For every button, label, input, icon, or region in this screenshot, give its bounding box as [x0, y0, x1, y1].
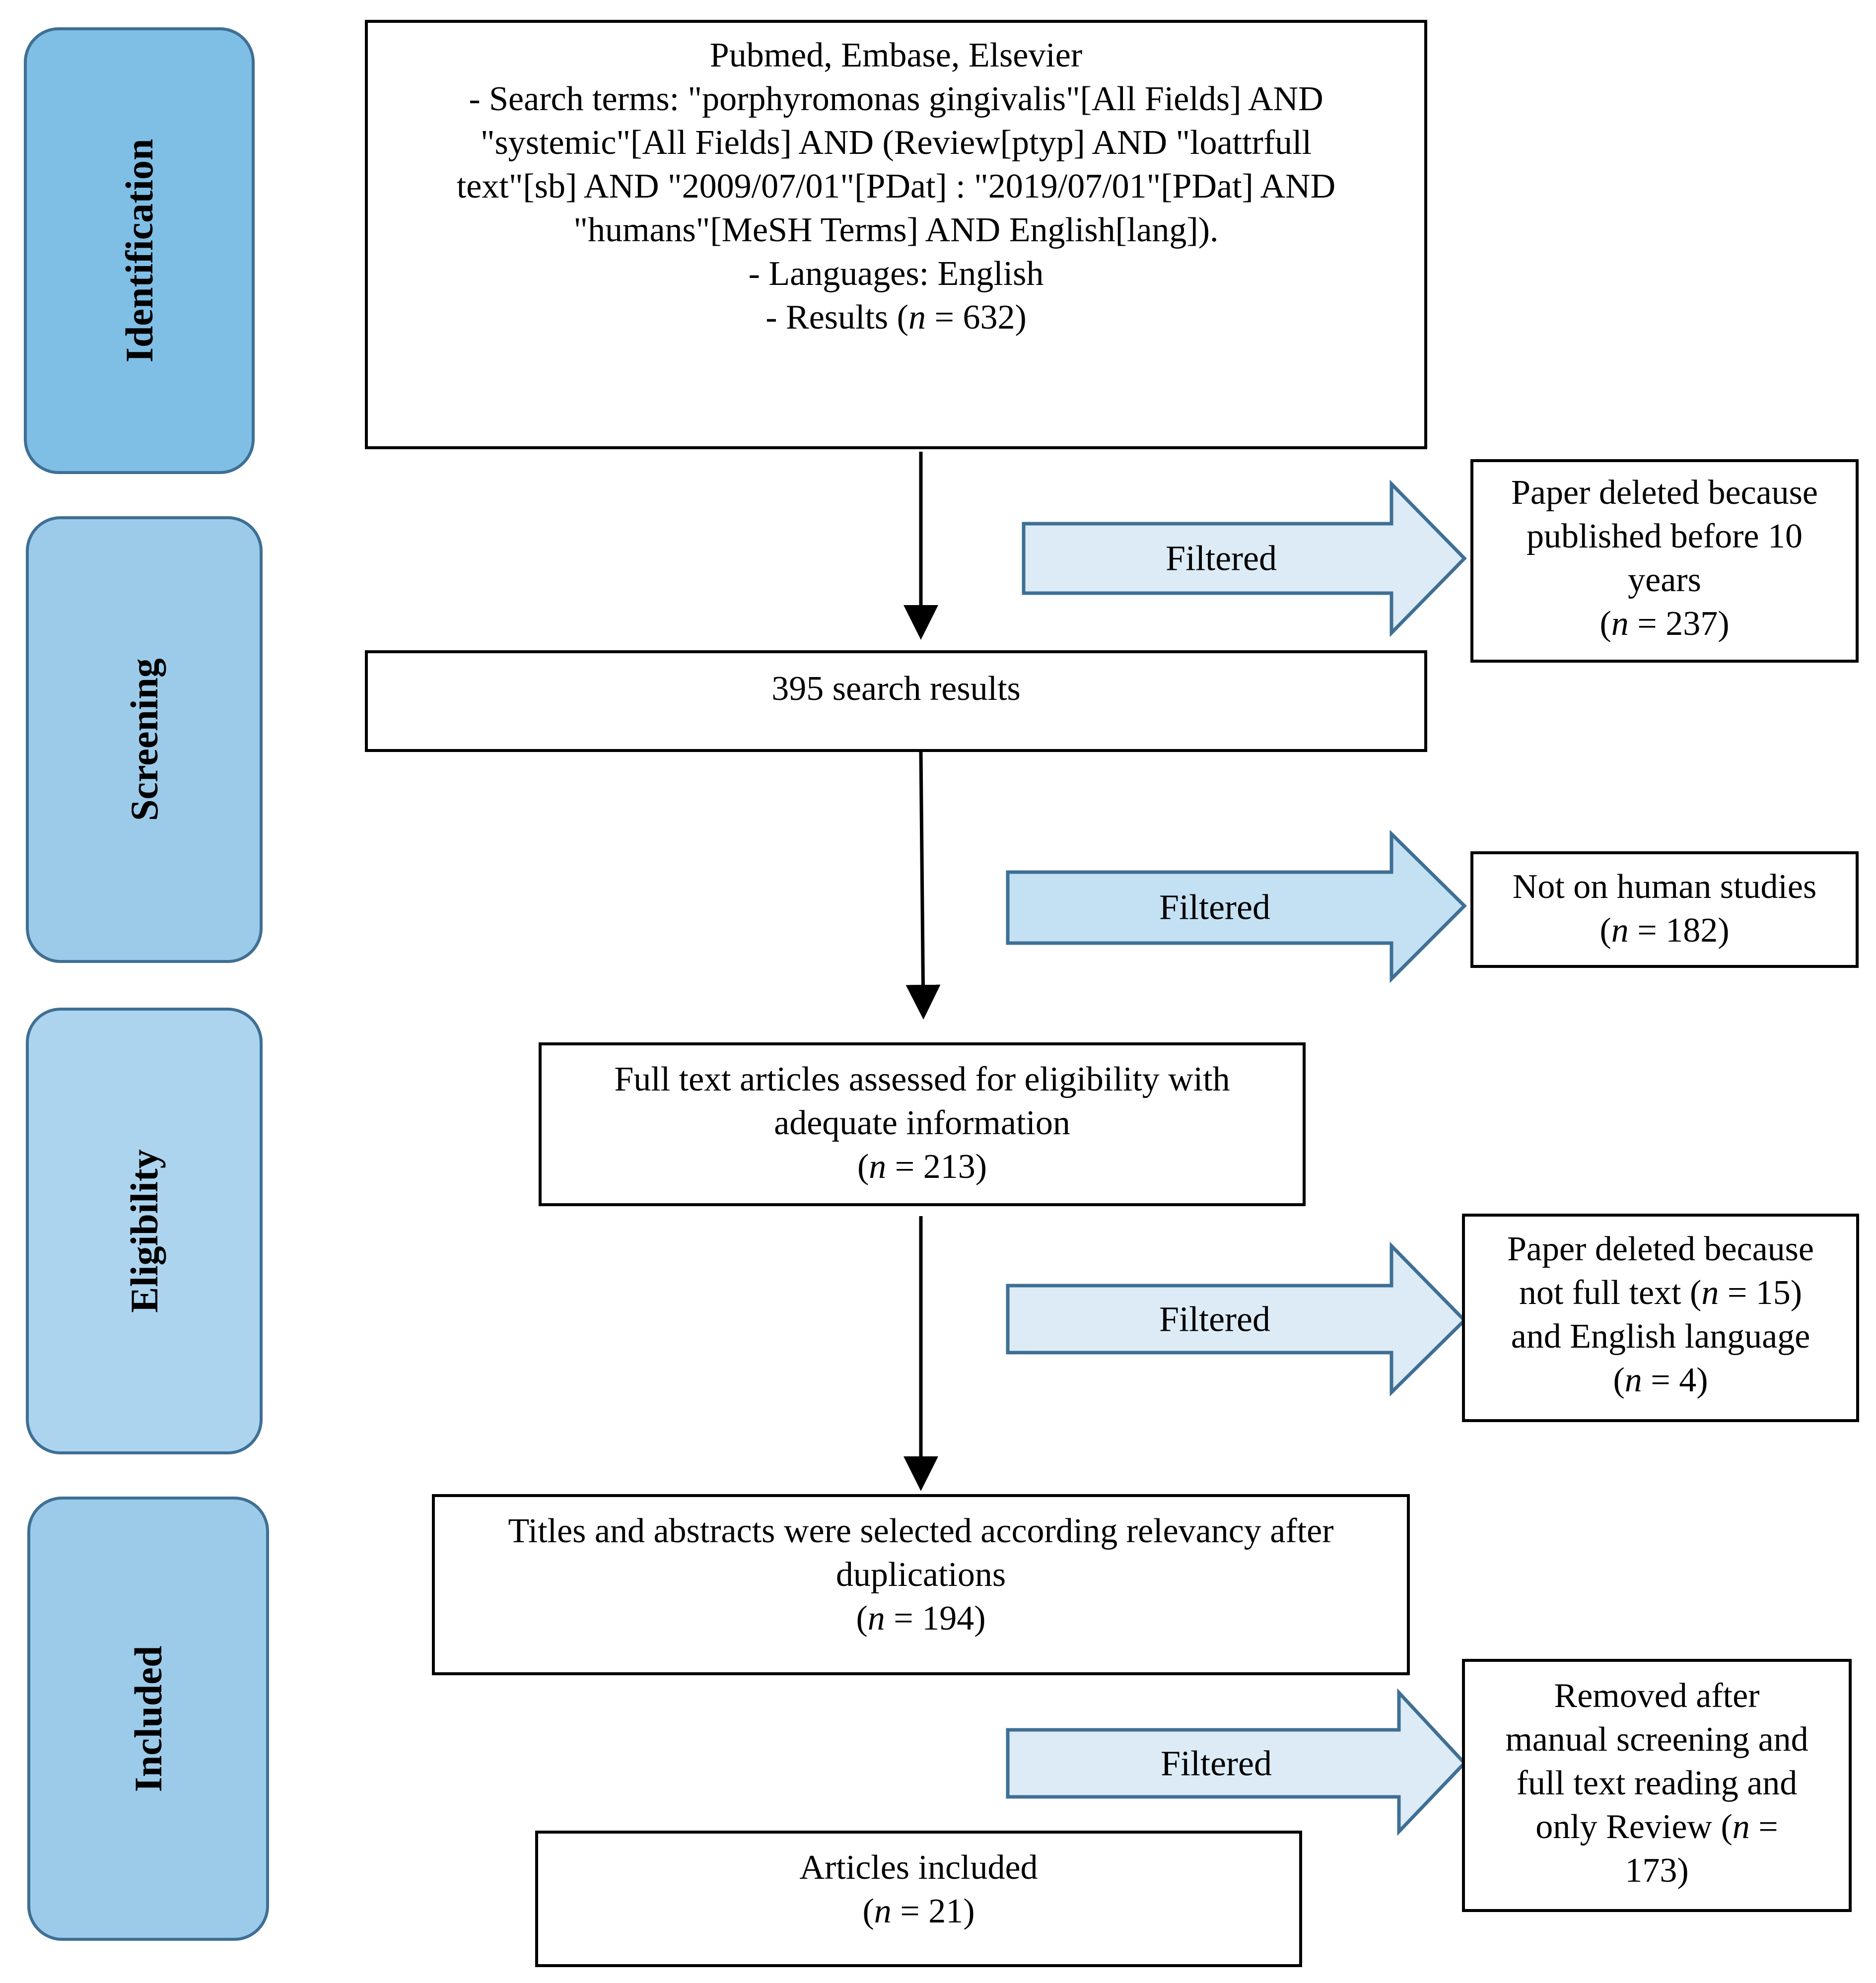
search-box: Pubmed, Embase, Elsevier - Search terms:…	[365, 20, 1427, 449]
filter-label-4: Filtered	[1161, 1743, 1272, 1783]
exclusion-4-line-4: only Review (n =	[1535, 1808, 1778, 1846]
phase-included: Included	[27, 1497, 269, 1941]
titles-line-2: duplications	[835, 1556, 1006, 1594]
titles-line-1: Titles and abstracts were selected accor…	[508, 1512, 1334, 1550]
filter-label-1: Filtered	[1166, 538, 1277, 578]
search-terms-line-4: "humans"[MeSH Terms] AND English[lang]).	[573, 211, 1219, 249]
exclusion-3-count: (n = 4)	[1613, 1361, 1708, 1399]
exclusion-4-line-2: manual screening and	[1505, 1720, 1808, 1759]
exclusion-2-line-1: Not on human studies	[1512, 868, 1817, 906]
filter-arrow-3	[1006, 1241, 1467, 1397]
phase-identification: Identification	[24, 27, 255, 474]
exclusion-2-count: (n = 182)	[1599, 911, 1730, 950]
eligibility-count: (n = 213)	[857, 1148, 987, 1186]
filter-arrow-1	[1022, 479, 1467, 637]
filter-arrow-2	[1006, 829, 1467, 983]
search-terms-line-2: "systemic"[All Fields] AND (Review[ptyp]…	[480, 124, 1312, 162]
exclusion-3-line-1: Paper deleted because	[1507, 1230, 1814, 1268]
exclusion-box-3: Paper deleted because not full text (n =…	[1462, 1214, 1859, 1422]
included-box: Articles included (n = 21)	[535, 1831, 1302, 1967]
phase-eligibility: Eligibility	[26, 1008, 263, 1454]
exclusion-box-2: Not on human studies (n = 182)	[1470, 851, 1859, 968]
exclusion-4-line-3: full text reading and	[1516, 1764, 1798, 1802]
search-terms-line-3: text"[sb] AND "2009/07/01"[PDat] : "2019…	[456, 167, 1336, 205]
exclusion-4-line-5: 173)	[1625, 1851, 1689, 1890]
search-results: - Results (n = 632)	[765, 298, 1027, 337]
exclusion-box-1: Paper deleted because published before 1…	[1470, 459, 1859, 663]
exclusion-4-line-1: Removed after	[1554, 1677, 1760, 1715]
screening-box: 395 search results	[365, 650, 1427, 752]
titles-box: Titles and abstracts were selected accor…	[432, 1494, 1410, 1675]
phase-screening: Screening	[26, 516, 263, 963]
search-terms-line-1: - Search terms: "porphyromonas gingivali…	[469, 80, 1323, 118]
exclusion-1-count: (n = 237)	[1599, 605, 1730, 643]
included-line-1: Articles included	[799, 1848, 1038, 1887]
eligibility-line-1: Full text articles assessed for eligibil…	[614, 1060, 1230, 1098]
exclusion-box-4: Removed after manual screening and full …	[1462, 1659, 1852, 1912]
included-count: (n = 21)	[862, 1892, 975, 1930]
search-languages: - Languages: English	[748, 255, 1044, 293]
connector-arrow-2	[905, 752, 941, 1020]
exclusion-1-line-3: years	[1628, 561, 1701, 599]
search-sources: Pubmed, Embase, Elsevier	[709, 36, 1083, 74]
exclusion-3-line-2: not full text (n = 15)	[1519, 1274, 1803, 1312]
screening-results: 395 search results	[771, 670, 1021, 708]
filter-arrow-4	[1006, 1688, 1467, 1836]
titles-count: (n = 194)	[856, 1599, 986, 1638]
exclusion-1-line-1: Paper deleted because	[1511, 474, 1818, 512]
exclusion-3-line-3: and English language	[1511, 1317, 1810, 1356]
eligibility-line-2: adequate information	[774, 1104, 1070, 1142]
filter-label-3: Filtered	[1159, 1299, 1270, 1339]
filter-label-2: Filtered	[1159, 887, 1270, 927]
exclusion-1-line-2: published before 10	[1527, 517, 1803, 555]
eligibility-box: Full text articles assessed for eligibil…	[539, 1042, 1306, 1206]
